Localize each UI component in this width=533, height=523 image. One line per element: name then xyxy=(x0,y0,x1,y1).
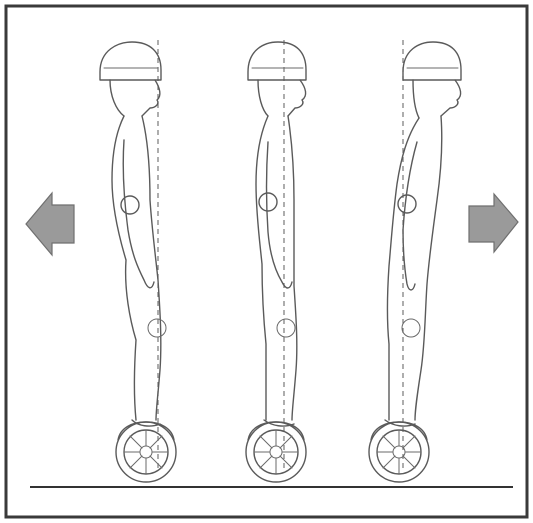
diagram-border xyxy=(6,6,527,517)
